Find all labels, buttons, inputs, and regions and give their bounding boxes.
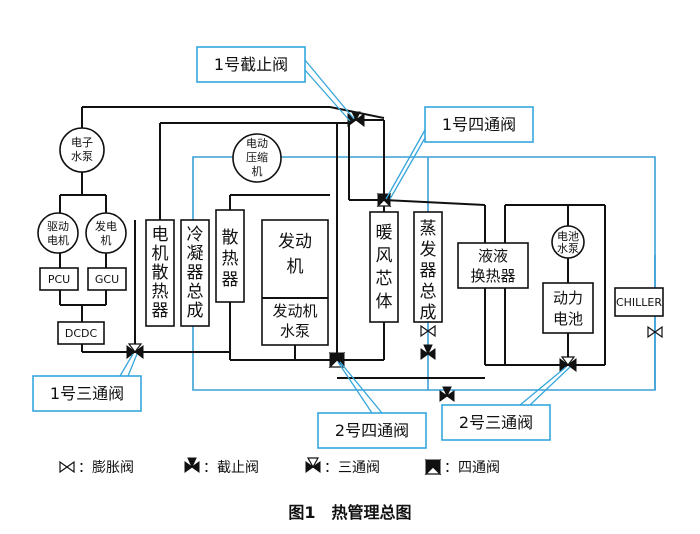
svg-text:：三通阀: ：三通阀 bbox=[324, 460, 380, 476]
svg-text:冷: 冷 bbox=[187, 225, 204, 245]
svg-text:机: 机 bbox=[287, 257, 304, 277]
radiator: 散 热 器 bbox=[215, 209, 245, 303]
svg-text:压缩: 压缩 bbox=[246, 151, 268, 164]
generator: 发电 机 bbox=[85, 212, 127, 254]
callout-three-way-1: 1号三通阀 bbox=[32, 353, 142, 412]
svg-text:器: 器 bbox=[152, 301, 169, 321]
three-way-valve-1-icon bbox=[126, 343, 144, 359]
svg-text:发动: 发动 bbox=[278, 232, 312, 252]
svg-text:液液: 液液 bbox=[478, 247, 508, 265]
heater-core: 暖 风 芯 体 bbox=[369, 211, 399, 323]
svg-text:凝: 凝 bbox=[187, 244, 204, 264]
svg-text:成: 成 bbox=[420, 303, 437, 323]
svg-text:风: 风 bbox=[376, 246, 393, 266]
svg-text:发动机: 发动机 bbox=[272, 302, 317, 320]
battery-water-pump: 电池 水泵 bbox=[551, 225, 585, 259]
svg-text:水泵: 水泵 bbox=[280, 322, 310, 340]
svg-text:总: 总 bbox=[187, 282, 204, 302]
condenser-assembly: 冷 凝 器 总 成 bbox=[180, 219, 210, 327]
three-way-valve-2-icon bbox=[559, 356, 577, 372]
gcu-box: GCU bbox=[87, 267, 127, 291]
evaporator-assembly: 蒸 发 器 总 成 bbox=[413, 211, 443, 323]
svg-text:电池: 电池 bbox=[557, 230, 579, 243]
svg-text:1号三通阀: 1号三通阀 bbox=[50, 384, 124, 403]
svg-text:机: 机 bbox=[152, 244, 169, 264]
svg-text:热: 热 bbox=[152, 282, 169, 302]
svg-text:驱动: 驱动 bbox=[47, 220, 69, 233]
chiller: CHILLER bbox=[614, 287, 664, 317]
electric-compressor: 电动 压缩 机 bbox=[232, 133, 282, 183]
svg-text:芯: 芯 bbox=[376, 269, 393, 289]
svg-text:器: 器 bbox=[187, 263, 204, 283]
svg-text:体: 体 bbox=[376, 292, 393, 312]
svg-text:DCDC: DCDC bbox=[65, 327, 98, 340]
svg-text:发电: 发电 bbox=[95, 219, 117, 233]
svg-text:1号四通阀: 1号四通阀 bbox=[442, 115, 516, 134]
callout-four-way-2: 2号四通阀 bbox=[317, 361, 427, 449]
callout-stop-valve-1: 1号截止阀 bbox=[196, 46, 355, 122]
svg-text:机: 机 bbox=[252, 164, 263, 178]
legend-stop-valve: ：截止阀 bbox=[184, 457, 259, 476]
callout-three-way-2: 2号三通阀 bbox=[441, 366, 571, 441]
electronic-water-pump: 电子 水泵 bbox=[59, 127, 105, 173]
svg-text:成: 成 bbox=[187, 301, 204, 321]
legend-three-way-valve: ：三通阀 bbox=[305, 457, 380, 476]
svg-text:电池: 电池 bbox=[553, 310, 583, 328]
coolant-circuit-motor bbox=[59, 106, 606, 379]
legend: ：膨胀阀 ：截止阀 ：三通阀 ：四通阀 bbox=[59, 457, 500, 476]
svg-text:PCU: PCU bbox=[48, 273, 70, 286]
svg-text:机: 机 bbox=[101, 233, 112, 247]
stop-valve-evaporator-icon bbox=[420, 344, 436, 360]
svg-text:总: 总 bbox=[420, 282, 437, 302]
motor-radiator: 电 机 散 热 器 bbox=[145, 219, 175, 327]
svg-text:2号三通阀: 2号三通阀 bbox=[459, 413, 533, 432]
svg-text:暖: 暖 bbox=[376, 223, 393, 243]
power-battery: 动力 电池 bbox=[542, 282, 594, 334]
svg-text:电: 电 bbox=[152, 225, 169, 245]
dcdc-box: DCDC bbox=[57, 321, 105, 345]
callout-four-way-1: 1号四通阀 bbox=[385, 106, 534, 200]
figure-caption: 图1 热管理总图 bbox=[288, 503, 411, 522]
legend-four-way-valve: ：四通阀 bbox=[424, 458, 500, 476]
svg-text:：膨胀阀: ：膨胀阀 bbox=[78, 459, 134, 476]
svg-text:电动: 电动 bbox=[246, 137, 268, 150]
four-way-valve-1-icon bbox=[376, 192, 392, 208]
svg-text:发: 发 bbox=[420, 240, 437, 260]
svg-text:水泵: 水泵 bbox=[71, 150, 93, 163]
expansion-valve-evaporator-icon bbox=[420, 324, 436, 338]
svg-text:器: 器 bbox=[222, 270, 239, 290]
svg-text:CHILLER: CHILLER bbox=[616, 296, 662, 309]
svg-text:散: 散 bbox=[222, 228, 239, 248]
svg-text:电子: 电子 bbox=[71, 136, 93, 149]
svg-text:2号四通阀: 2号四通阀 bbox=[335, 421, 409, 440]
stop-valve-bottom-icon bbox=[439, 386, 455, 402]
svg-text:器: 器 bbox=[420, 261, 437, 281]
svg-text:蒸: 蒸 bbox=[420, 219, 437, 239]
svg-text:：截止阀: ：截止阀 bbox=[203, 460, 259, 476]
liquid-heat-exchanger: 液液 换热器 bbox=[457, 242, 529, 289]
drive-motor: 驱动 电机 bbox=[37, 212, 79, 254]
svg-text:：四通阀: ：四通阀 bbox=[444, 460, 500, 476]
svg-text:动力: 动力 bbox=[553, 289, 583, 307]
svg-text:1号截止阀: 1号截止阀 bbox=[214, 55, 288, 74]
svg-text:换热器: 换热器 bbox=[470, 267, 515, 285]
svg-text:热: 热 bbox=[222, 249, 239, 269]
expansion-valve-chiller-icon bbox=[647, 325, 663, 339]
engine-assembly: 发动 机 发动机 水泵 bbox=[261, 219, 329, 346]
legend-expansion-valve: ：膨胀阀 bbox=[59, 459, 134, 476]
svg-text:水泵: 水泵 bbox=[557, 242, 579, 255]
svg-text:GCU: GCU bbox=[95, 273, 119, 286]
svg-text:电机: 电机 bbox=[47, 233, 69, 247]
svg-text:散: 散 bbox=[152, 263, 169, 283]
pcu-box: PCU bbox=[39, 267, 79, 291]
